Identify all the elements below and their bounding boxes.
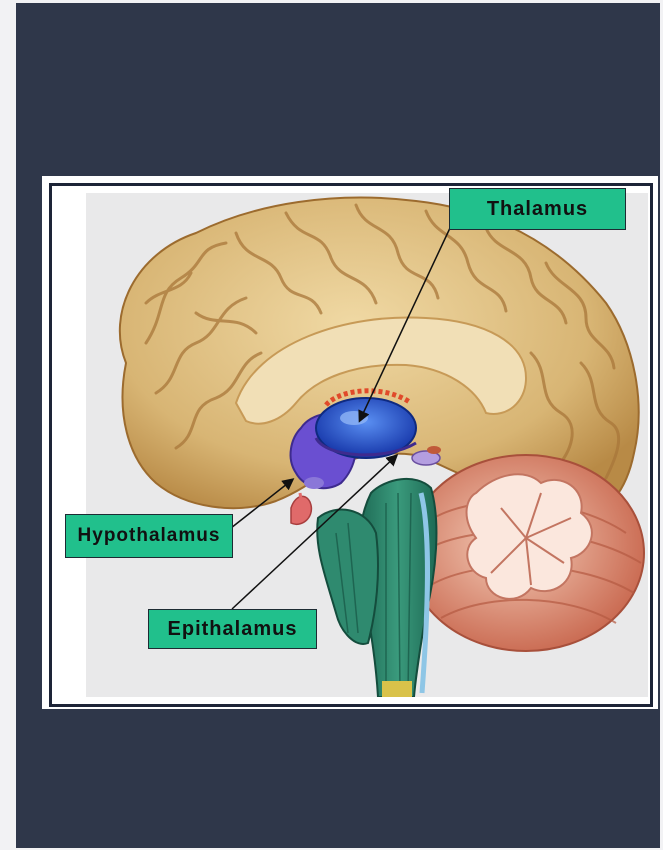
brainstem [317,479,436,697]
thalamus-label: Thalamus [449,188,626,230]
hypothalamus-label: Hypothalamus [65,514,233,558]
figure-frame [42,176,658,709]
epithalamus-label: Epithalamus [148,609,317,649]
document-page [16,3,660,848]
cerebellum [408,455,644,651]
figure-border [49,183,653,707]
